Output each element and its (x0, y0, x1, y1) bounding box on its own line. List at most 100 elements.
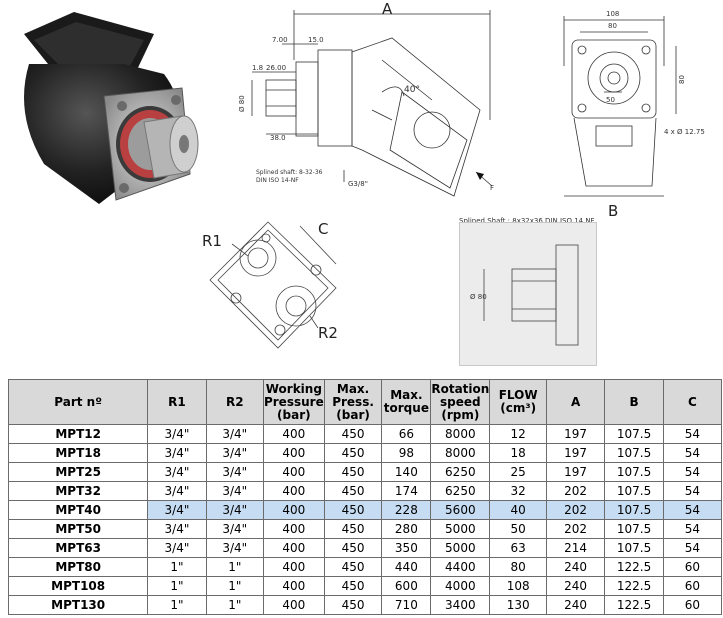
table-cell: 63 (489, 538, 547, 558)
table-cell: 1" (205, 595, 264, 615)
part-number-cell: MPT50 (7, 519, 149, 539)
table-cell: 32 (489, 481, 547, 501)
table-cell: 1" (147, 557, 207, 577)
table-cell: 3/4" (205, 462, 264, 482)
column-header-line: Max. (390, 388, 423, 402)
column-header: C (662, 379, 723, 425)
part-number-cell: MPT32 (7, 481, 149, 501)
table-cell: 710 (381, 595, 432, 615)
column-header-line: (bar) (277, 407, 311, 422)
table-cell: 54 (662, 481, 723, 501)
table-cell: 440 (381, 557, 432, 577)
table-cell: 1" (205, 557, 264, 577)
column-header-line: Rotation (431, 381, 490, 396)
table-cell: 228 (381, 500, 432, 520)
dim-40deg: 40° (404, 85, 420, 95)
part-number-cell: MPT40 (7, 500, 149, 520)
table-cell: 8000 (430, 424, 491, 444)
column-header-line: R1 (168, 394, 186, 409)
table-cell: 3/4" (147, 462, 207, 482)
table-cell: 140 (381, 462, 432, 482)
table-cell: 122.5 (604, 557, 664, 577)
table-cell: 400 (262, 443, 325, 463)
label-a: A (382, 0, 393, 18)
table-cell: 107.5 (604, 538, 664, 558)
table-cell: 80 (489, 557, 547, 577)
part-number-cell: MPT12 (7, 424, 149, 444)
column-header-line: R2 (225, 394, 244, 409)
table-cell: 3/4" (147, 443, 207, 463)
splined-shaft-drawing: Ø 80 (470, 244, 579, 346)
table-cell: 240 (545, 595, 606, 615)
table-cell: 240 (545, 557, 606, 577)
table-cell: 50 (489, 519, 547, 539)
dim-50: 50 (606, 96, 615, 104)
table-cell: 3/4" (205, 481, 264, 501)
table-cell: 450 (323, 424, 383, 444)
table-cell: 18 (489, 443, 547, 463)
table-cell: 450 (323, 443, 383, 463)
table-cell: 60 (662, 557, 723, 577)
table-cell: 3/4" (147, 538, 207, 558)
inset-caption: Splined Shaft : 8x32x36 DIN ISO 14 NF (459, 217, 595, 225)
table-cell: 240 (545, 576, 606, 596)
table-cell: 1" (147, 576, 207, 596)
column-header-line: Working (265, 381, 322, 396)
table-cell: 6250 (430, 462, 491, 482)
table-cell: 8000 (430, 443, 491, 463)
table-cell: 122.5 (604, 576, 664, 596)
dim-38: 38.0 (270, 134, 286, 142)
table-cell: 5000 (430, 519, 491, 539)
dim-108: 108 (606, 10, 619, 18)
table-cell: 60 (662, 576, 723, 596)
part-number-cell: MPT63 (7, 538, 149, 558)
column-header: FLOW(cm³) (489, 379, 547, 425)
table-cell: 54 (662, 500, 723, 520)
table-cell: 130 (489, 595, 547, 615)
table-cell: 108 (489, 576, 547, 596)
table-cell: 98 (381, 443, 432, 463)
table-cell: 600 (381, 576, 432, 596)
part-number-cell: MPT80 (7, 557, 149, 577)
inset-phi80: Ø 80 (470, 293, 487, 301)
column-header: R1 (147, 379, 207, 425)
part-number-cell: MPT108 (7, 576, 149, 596)
table-cell: 450 (323, 519, 383, 539)
column-header-line: (bar) (336, 407, 370, 422)
column-header: A (545, 379, 606, 425)
table-cell: 3/4" (205, 424, 264, 444)
table-cell: 450 (323, 595, 383, 615)
table-cell: 214 (545, 538, 606, 558)
table-cell: 450 (323, 576, 383, 596)
splined-shaft-inset: Ø 80 (459, 222, 597, 366)
column-header-line: Max. (336, 381, 370, 396)
label-r1: R1 (202, 232, 222, 250)
dim-80-side: 80 (678, 75, 686, 84)
dim-7: 7.00 (272, 36, 288, 44)
table-cell: 122.5 (604, 595, 664, 615)
label-c: C (318, 220, 328, 238)
dim-80-top: 80 (608, 22, 617, 30)
table-cell: 280 (381, 519, 432, 539)
spline-note: Splined shaft: 8-32-36 (256, 169, 323, 176)
table-cell: 66 (381, 424, 432, 444)
table-cell: 107.5 (604, 462, 664, 482)
table-cell: 450 (323, 538, 383, 558)
label-b: B (608, 202, 618, 220)
table-cell: 197 (545, 443, 606, 463)
column-header-line: speed (440, 394, 481, 409)
dim-phi80: Ø 80 (238, 95, 246, 112)
table-cell: 107.5 (604, 424, 664, 444)
port-view-drawing: C R1 R2 (202, 220, 338, 349)
column-header-line: Pressure (263, 394, 324, 409)
column-header-line: A (570, 394, 581, 409)
table-cell: 5000 (430, 538, 491, 558)
table-cell: 3/4" (205, 519, 264, 539)
